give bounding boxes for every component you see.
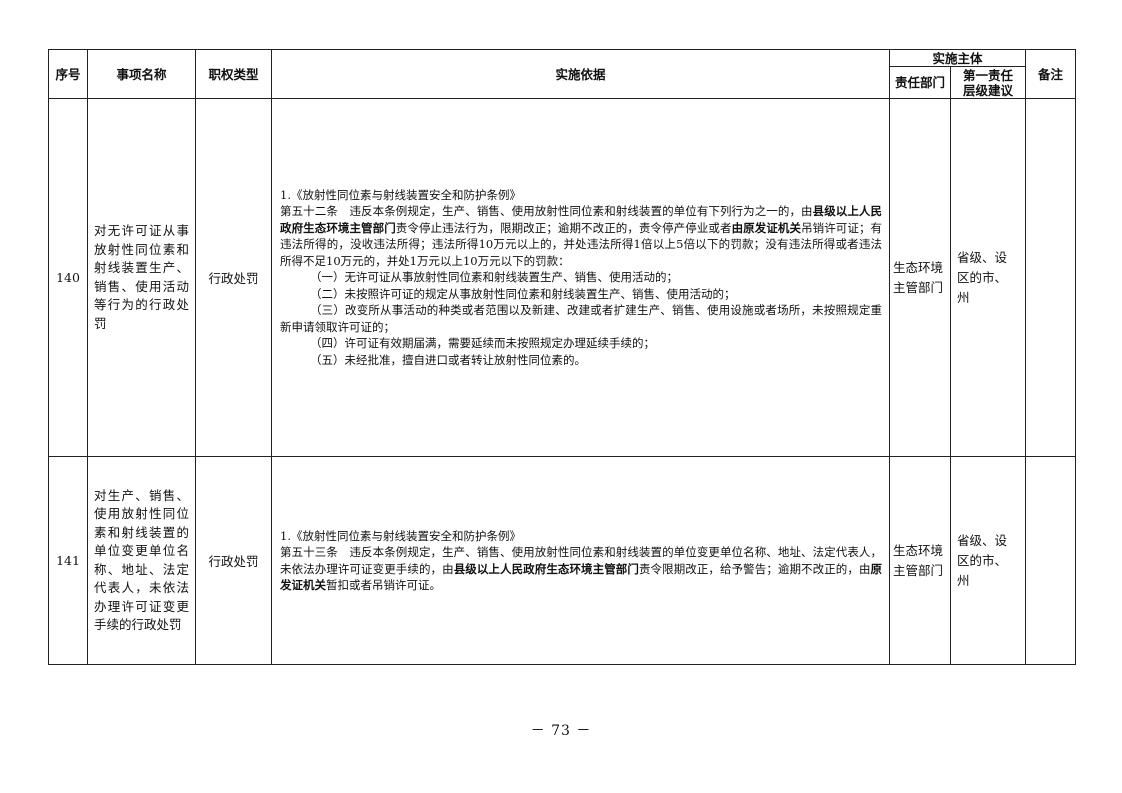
basis-emphasis: 县级以上人民政府生态环境主管部门 <box>280 204 883 235</box>
basis-text: 暂扣或者吊销许可证。 <box>326 578 441 592</box>
row-legal-basis: 1.《放射性同位素与射线装置安全和防护条例》 第五十二条 违反本条例规定，生产、… <box>271 98 890 457</box>
row-authority-type: 行政处罚 <box>195 98 272 457</box>
basis-emphasis: 县级以上人民政府生态环境主管部门 <box>453 561 639 576</box>
basis-paragraph: 第五十三条 违反本条例规定，生产、销售、使用放射性同位素和射线装置的单位变更单位… <box>280 544 882 594</box>
table-row: 141 对生产、销售、使用放射性同位素和射线装置的单位变更单位名称、地址、法定代… <box>48 456 1077 665</box>
basis-list-item: （四）许可证有效期届满，需要延续而未按照规定办理延续手续的； <box>310 336 655 351</box>
row-legal-basis: 1.《放射性同位素与射线装置安全和防护条例》 第五十三条 违反本条例规定，生产、… <box>271 456 890 665</box>
header-type: 职权类型 <box>195 49 272 99</box>
basis-emphasis: 原发证机关 <box>280 561 883 593</box>
header-subject: 实施主体 <box>888 49 1027 67</box>
row-responsible-dept: 生态环境主管部门 <box>889 456 951 665</box>
basis-list-item: （二）未按照许可证的规定从事放射性同位素和射线装置生产、销售、使用活动的； <box>310 286 736 301</box>
row-responsibility-level: 省级、设区的市、州 <box>949 456 1027 665</box>
row-responsibility-level: 省级、设区的市、州 <box>949 98 1027 457</box>
basis-paragraph: 第五十二条 违反本条例规定，生产、销售、使用放射性同位素和射线装置的单位有下列行… <box>280 203 882 269</box>
row-item-name: 对无许可证从事放射性同位素和射线装置生产、销售、使用活动等行为的行政处罚 <box>87 98 196 457</box>
page-number: － 73 － <box>530 723 592 739</box>
basis-text: 责令停止违法行为，限期改正；逾期不改正的，责令停产停业或者 <box>395 220 732 235</box>
row-note <box>1025 98 1077 457</box>
header-dept: 责任部门 <box>889 66 951 99</box>
basis-text: 第五十二条 违反本条例规定，生产、销售、使用放射性同位素和射线装置的单位有下列行… <box>280 204 813 219</box>
basis-text: 第五十三条 违反本条例规定，生产、销售、使用放射性同位素和射线装置的单位变更单位… <box>280 545 882 576</box>
basis-emphasis: 由原发证机关 <box>731 220 802 235</box>
basis-list-item: （一）无许可证从事放射性同位素和射线装置生产、销售、使用活动的； <box>310 270 678 285</box>
row-seq: 140 <box>48 98 88 457</box>
header-name: 事项名称 <box>87 49 196 99</box>
basis-title: 1.《放射性同位素与射线装置安全和防护条例》 <box>280 187 521 202</box>
authority-table: 序号 事项名称 职权类型 实施依据 实施主体 备注 责任部门 第一责任层级建议 … <box>48 49 1077 665</box>
header-seq: 序号 <box>48 49 88 99</box>
header-note: 备注 <box>1025 49 1077 99</box>
header-basis: 实施依据 <box>271 49 890 99</box>
basis-list-item: （三）改变所从事活动的种类或者范围以及新建、改建或者扩建生产、销售、使用设施或者… <box>280 303 882 334</box>
table-row: 140 对无许可证从事放射性同位素和射线装置生产、销售、使用活动等行为的行政处罚… <box>48 98 1077 457</box>
row-authority-type: 行政处罚 <box>195 456 272 665</box>
row-note <box>1025 456 1077 665</box>
basis-text: 吊销许可证；有违法所得的，没收违法所得；违法所得10万元以上的，并处违法所得1倍… <box>280 220 883 268</box>
row-seq: 141 <box>48 456 88 665</box>
header-level: 第一责任层级建议 <box>949 66 1027 99</box>
basis-title: 1.《放射性同位素与射线装置安全和防护条例》 <box>280 528 521 543</box>
row-item-name: 对生产、销售、使用放射性同位素和射线装置的单位变更单位名称、地址、法定代表人，未… <box>87 456 196 665</box>
basis-list-item: （五）未经批准，擅自进口或者转让放射性同位素的。 <box>310 352 586 367</box>
row-responsible-dept: 生态环境主管部门 <box>889 98 951 457</box>
basis-text: 责令限期改正，给予警告；逾期不改正的，由 <box>638 561 871 576</box>
